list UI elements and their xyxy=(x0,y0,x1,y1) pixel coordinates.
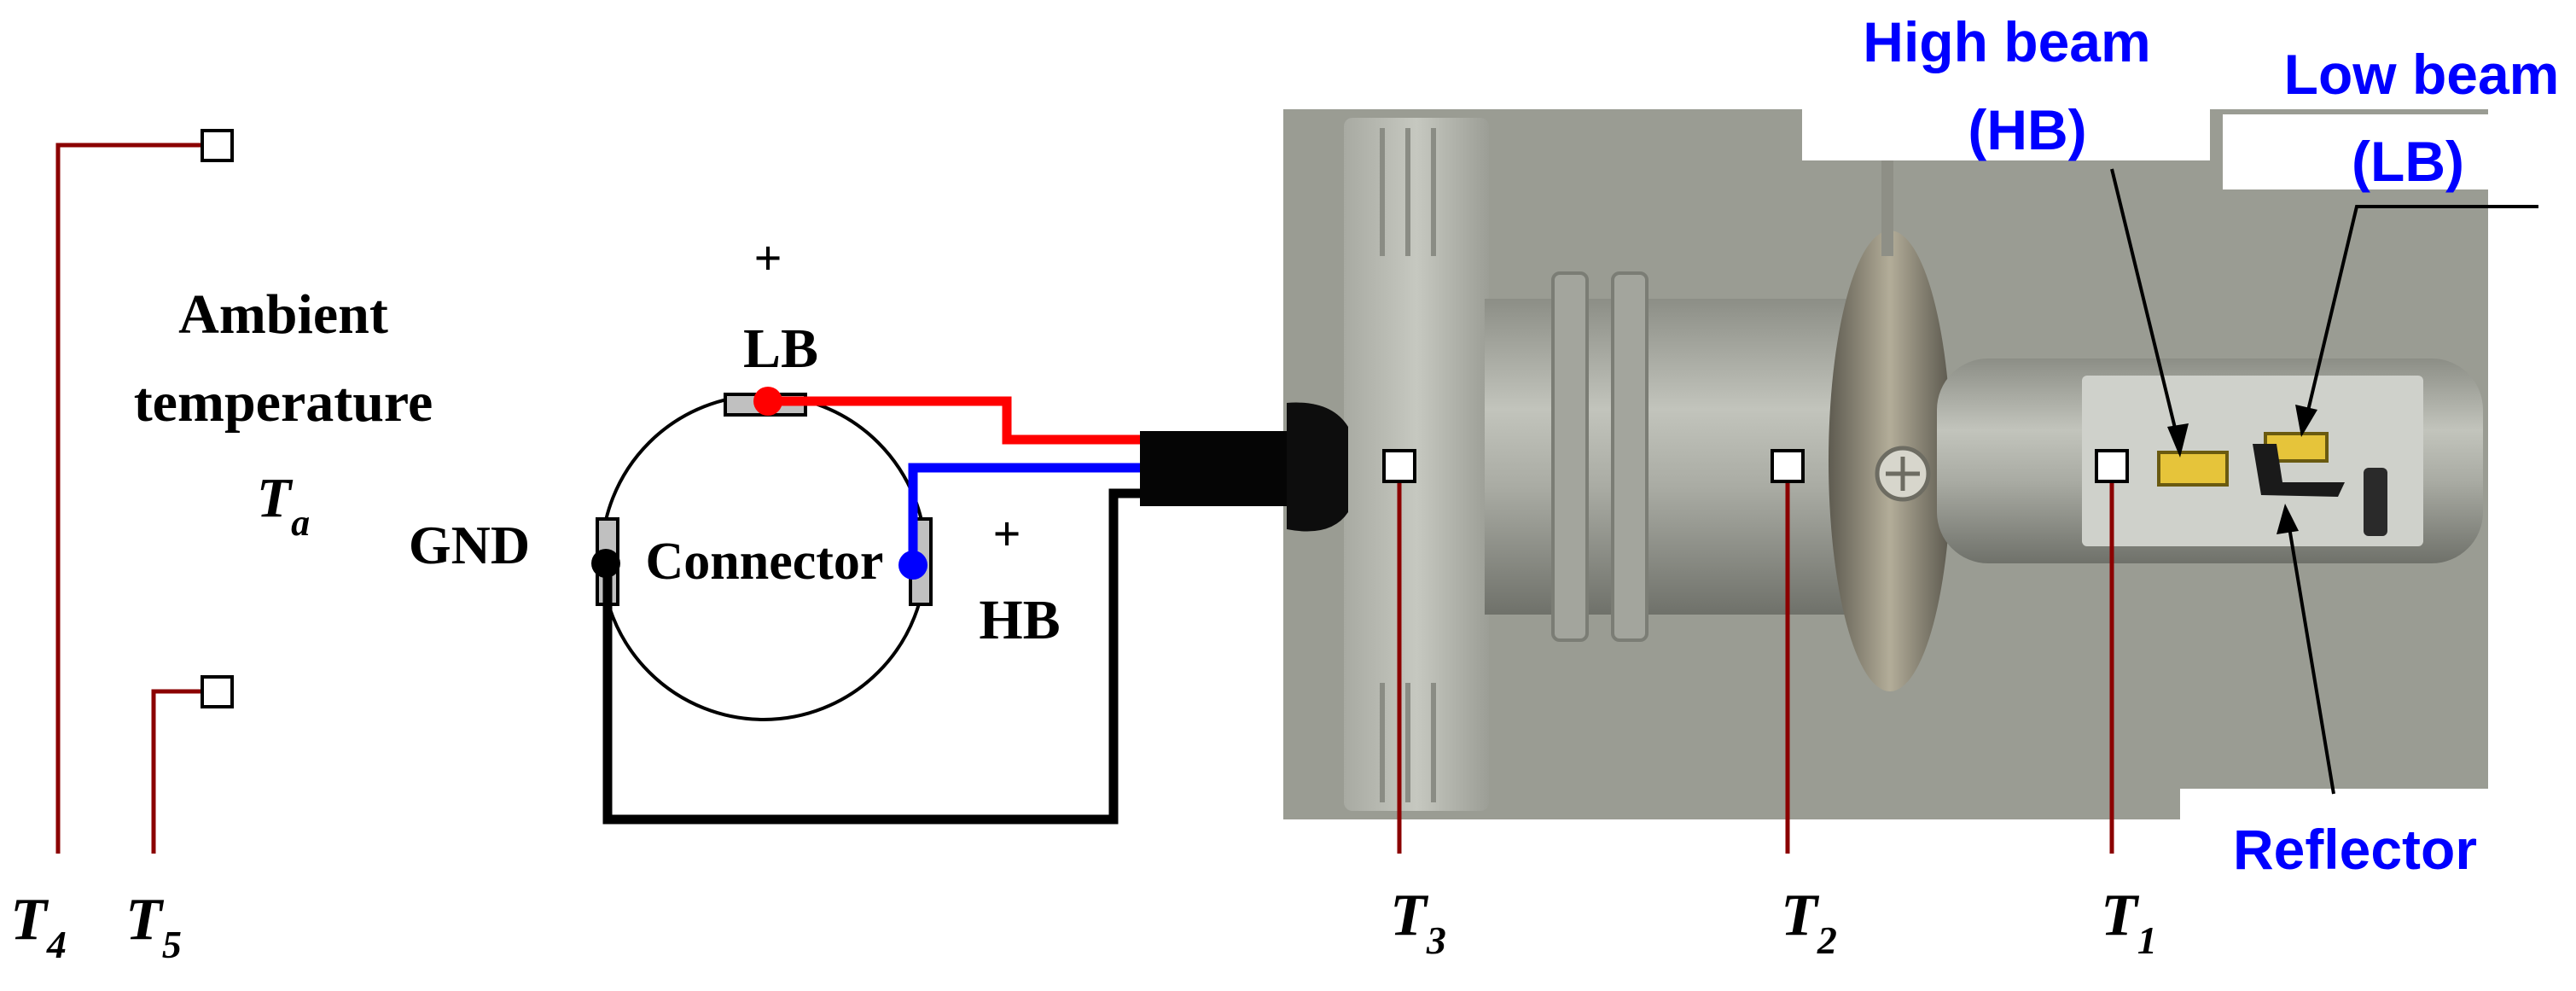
sensor-subscript: 4 xyxy=(46,923,67,966)
high-beam-arrowhead xyxy=(2167,423,2189,458)
cable-sleeve xyxy=(1287,402,1348,532)
sensor-t5: T5 xyxy=(125,675,234,966)
sensor-label: T2 xyxy=(1781,883,1837,962)
sensor-label: T1 xyxy=(2101,883,2157,962)
low-beam-label-line1: Low beam xyxy=(2284,43,2560,106)
bulb-body xyxy=(1485,299,1877,615)
sensor-label: T3 xyxy=(1390,883,1446,962)
sensor-marker xyxy=(201,129,234,162)
sensor-label: T4 xyxy=(10,887,67,966)
sensor-t3: T3 xyxy=(1382,449,1446,962)
led-board-clip xyxy=(2364,468,2387,536)
ambient-symbol: T xyxy=(257,467,294,529)
high-beam-leader xyxy=(2110,168,2182,450)
sensor-t4: T4 xyxy=(10,129,234,966)
hb-plus-sign: + xyxy=(992,506,1021,562)
sensor-subscript: 2 xyxy=(1817,918,1837,962)
ambient-label-line2: temperature xyxy=(134,371,433,434)
bulb-groove xyxy=(1551,271,1589,642)
hb-terminal-dot xyxy=(898,551,927,580)
lb-terminal-dot xyxy=(753,387,782,416)
reflector-leader xyxy=(2285,511,2335,795)
led-board xyxy=(2082,376,2423,546)
connector-label: Connector xyxy=(646,533,884,591)
high-beam-label-line2: (HB) xyxy=(1968,98,2086,161)
gnd-terminal-dot xyxy=(591,549,620,578)
sensor-symbol: T xyxy=(1390,883,1429,948)
sensor-subscript: 5 xyxy=(162,923,182,966)
sensor-marker xyxy=(1771,449,1805,483)
sensor-marker xyxy=(2095,449,2129,483)
high-beam-led xyxy=(2157,451,2229,487)
sensor-t1: T1 xyxy=(2095,449,2157,962)
gnd-label: GND xyxy=(409,515,530,575)
mounting-tab xyxy=(1881,137,1893,256)
sensor-marker xyxy=(1382,449,1416,483)
ambient-temperature-symbol: Ta xyxy=(257,467,310,544)
reflector-label: Reflector xyxy=(2233,818,2477,881)
bulb-groove xyxy=(1611,271,1649,642)
gnd-wire xyxy=(602,488,1143,825)
low-beam-leader xyxy=(2302,205,2538,429)
sensor-subscript: 3 xyxy=(1426,918,1446,962)
sensor-marker xyxy=(201,675,234,708)
reflector-arrowhead xyxy=(2277,504,2299,534)
sensor-lead xyxy=(151,689,201,854)
plug-connector xyxy=(1140,431,1287,506)
ambient-label-line1: Ambient xyxy=(178,283,388,346)
lb-wire xyxy=(766,396,1143,445)
high-beam-label-line1: High beam xyxy=(1863,10,2150,73)
lb-label: LB xyxy=(743,318,818,380)
sensor-symbol: T xyxy=(10,887,49,953)
low-beam-label-bg xyxy=(2223,114,2576,189)
sensor-lead xyxy=(55,143,201,854)
low-beam-arrowhead xyxy=(2295,405,2317,437)
low-beam-label-line2: (LB) xyxy=(2352,130,2464,193)
lb-plus-sign: + xyxy=(753,230,782,286)
bulb-photo xyxy=(1283,109,2488,819)
hb-label: HB xyxy=(979,589,1060,651)
sensor-symbol: T xyxy=(1781,883,1820,948)
high-beam-label-bg xyxy=(1802,90,2210,160)
connector-schematic xyxy=(591,387,1287,825)
reflector-shape xyxy=(2253,444,2345,497)
sensor-symbol: T xyxy=(125,887,165,953)
ambient-subscript: a xyxy=(291,502,310,544)
reflector-label-bg xyxy=(2180,789,2576,891)
sensor-subscript: 1 xyxy=(2137,918,2157,962)
sensor-t2: T2 xyxy=(1771,449,1837,962)
sensor-symbol: T xyxy=(2101,883,2140,948)
sensor-label: T5 xyxy=(125,887,182,966)
hb-wire xyxy=(908,463,1143,565)
